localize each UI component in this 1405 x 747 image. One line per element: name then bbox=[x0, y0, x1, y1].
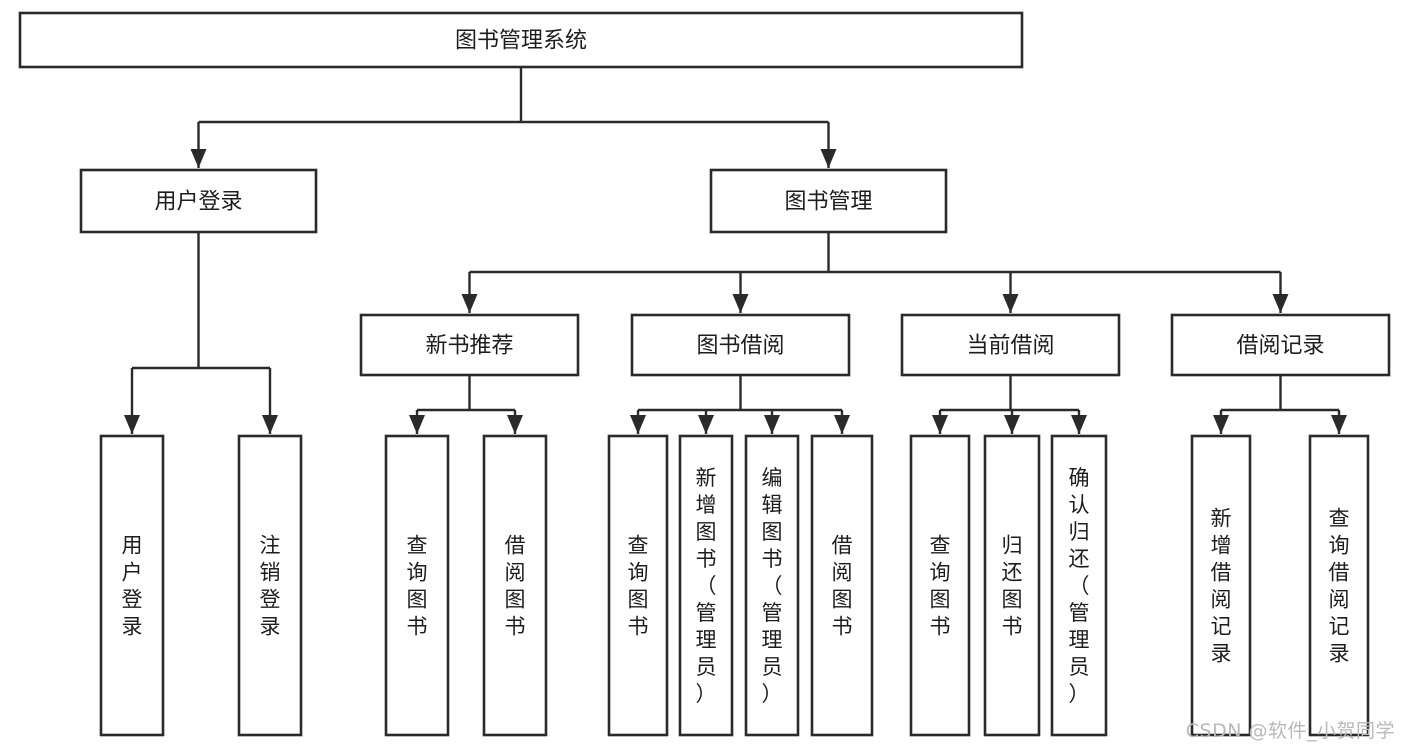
edge-arrowhead bbox=[932, 415, 948, 434]
node-box bbox=[384, 434, 450, 737]
edges-layer bbox=[124, 67, 1347, 434]
node-leaf-borrow-book-2[interactable]: 借阅图书 bbox=[810, 434, 874, 737]
node-label: 查询图书 bbox=[407, 534, 428, 639]
edge-arrowhead bbox=[764, 415, 780, 434]
edge-arrowhead bbox=[507, 415, 523, 434]
node-label: 借阅记录 bbox=[1236, 334, 1324, 359]
node-box bbox=[18, 11, 1024, 69]
node-box bbox=[237, 434, 303, 737]
node-leaf-add-book[interactable]: 新增图书（管理员） bbox=[678, 434, 734, 737]
edge-arrowhead bbox=[124, 415, 140, 434]
node-label: 新增图书（管理员） bbox=[696, 466, 717, 706]
node-label: 新增借阅记录 bbox=[1211, 507, 1232, 666]
node-leaf-confirm-return[interactable]: 确认归还（管理员） bbox=[1050, 434, 1108, 737]
node-box bbox=[1050, 434, 1108, 737]
node-new-book-recommend[interactable]: 新书推荐 bbox=[359, 313, 580, 377]
edge-arrowhead bbox=[834, 415, 850, 434]
edge-arrowhead bbox=[1071, 415, 1087, 434]
node-leaf-edit-book[interactable]: 编辑图书（管理员） bbox=[744, 434, 800, 737]
node-label: 查询借阅记录 bbox=[1329, 507, 1350, 666]
node-leaf-query-book-2[interactable]: 查询图书 bbox=[607, 434, 669, 737]
edge-arrowhead bbox=[698, 415, 714, 434]
node-box bbox=[630, 313, 851, 377]
edge-arrowhead bbox=[630, 415, 646, 434]
edge-arrowhead bbox=[1272, 294, 1289, 313]
edge-arrowhead bbox=[1331, 415, 1347, 434]
edge-arrowhead bbox=[1002, 294, 1019, 313]
node-label: 查询图书 bbox=[628, 534, 649, 639]
node-label: 当前借阅 bbox=[966, 334, 1054, 359]
node-label: 借阅图书 bbox=[832, 534, 853, 639]
node-box bbox=[983, 434, 1041, 737]
node-box bbox=[709, 168, 948, 234]
node-box bbox=[607, 434, 669, 737]
node-label: 图书管理系统 bbox=[455, 29, 587, 54]
node-book-manage[interactable]: 图书管理 bbox=[709, 168, 948, 234]
node-box bbox=[359, 313, 580, 377]
node-user-login[interactable]: 用户登录 bbox=[79, 168, 318, 234]
node-borrow-record[interactable]: 借阅记录 bbox=[1170, 313, 1391, 377]
edge-arrowhead bbox=[820, 149, 837, 168]
node-box bbox=[1190, 434, 1252, 737]
node-label: 用户登录 bbox=[122, 534, 143, 639]
node-label: 用户登录 bbox=[154, 190, 242, 215]
node-leaf-return-book[interactable]: 归还图书 bbox=[983, 434, 1041, 737]
node-label: 注销登录 bbox=[260, 534, 281, 639]
node-box bbox=[79, 168, 318, 234]
node-book-borrow[interactable]: 图书借阅 bbox=[630, 313, 851, 377]
watermark-text: CSDN @软件_小贺同学 bbox=[1185, 720, 1395, 742]
node-box bbox=[678, 434, 734, 737]
node-leaf-user-logout[interactable]: 注销登录 bbox=[237, 434, 303, 737]
node-box bbox=[909, 434, 971, 737]
node-label: 归还图书 bbox=[1002, 534, 1023, 639]
edge-arrowhead bbox=[461, 294, 478, 313]
node-label: 借阅图书 bbox=[505, 534, 526, 639]
node-root[interactable]: 图书管理系统 bbox=[18, 11, 1024, 69]
edge-arrowhead bbox=[732, 294, 749, 313]
edge-arrowhead bbox=[1004, 415, 1020, 434]
edge-arrowhead bbox=[1213, 415, 1229, 434]
node-box bbox=[744, 434, 800, 737]
node-box bbox=[1170, 313, 1391, 377]
node-box bbox=[482, 434, 548, 737]
node-box bbox=[900, 313, 1121, 377]
edge-arrowhead bbox=[409, 415, 425, 434]
nodes-layer: 图书管理系统用户登录图书管理新书推荐图书借阅当前借阅借阅记录用户登录注销登录查询… bbox=[18, 11, 1391, 737]
node-leaf-borrow-book-1[interactable]: 借阅图书 bbox=[482, 434, 548, 737]
node-label: 查询图书 bbox=[930, 534, 951, 639]
node-box bbox=[99, 434, 165, 737]
node-leaf-user-login[interactable]: 用户登录 bbox=[99, 434, 165, 737]
node-box bbox=[1308, 434, 1370, 737]
node-label: 图书管理 bbox=[784, 190, 872, 215]
node-label: 图书借阅 bbox=[696, 334, 784, 359]
node-leaf-query-book-1[interactable]: 查询图书 bbox=[384, 434, 450, 737]
node-leaf-query-record[interactable]: 查询借阅记录 bbox=[1308, 434, 1370, 737]
node-label: 编辑图书（管理员） bbox=[762, 466, 783, 706]
node-box bbox=[810, 434, 874, 737]
node-label: 新书推荐 bbox=[425, 334, 513, 359]
node-current-borrow[interactable]: 当前借阅 bbox=[900, 313, 1121, 377]
node-label: 确认归还（管理员） bbox=[1069, 466, 1090, 706]
node-leaf-query-book-3[interactable]: 查询图书 bbox=[909, 434, 971, 737]
node-leaf-add-record[interactable]: 新增借阅记录 bbox=[1190, 434, 1252, 737]
edge-arrowhead bbox=[262, 415, 278, 434]
edge-arrowhead bbox=[190, 149, 207, 168]
